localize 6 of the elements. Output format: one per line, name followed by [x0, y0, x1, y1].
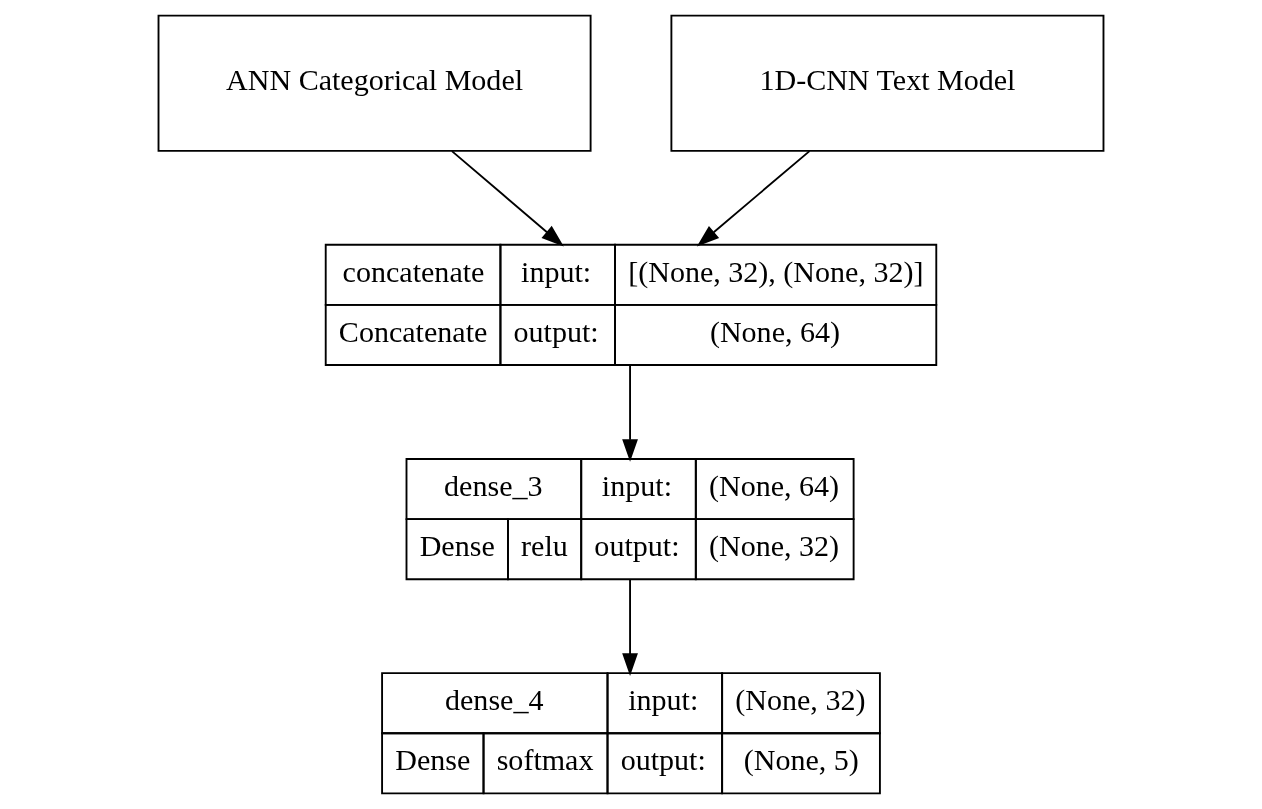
node-box: ANN Categorical Model — [157, 14, 592, 152]
arrow — [450, 150, 564, 247]
arrow — [622, 578, 638, 676]
arrow — [696, 150, 811, 247]
node-box: 1D-CNN Text Model — [670, 14, 1105, 152]
arrow — [622, 364, 638, 462]
